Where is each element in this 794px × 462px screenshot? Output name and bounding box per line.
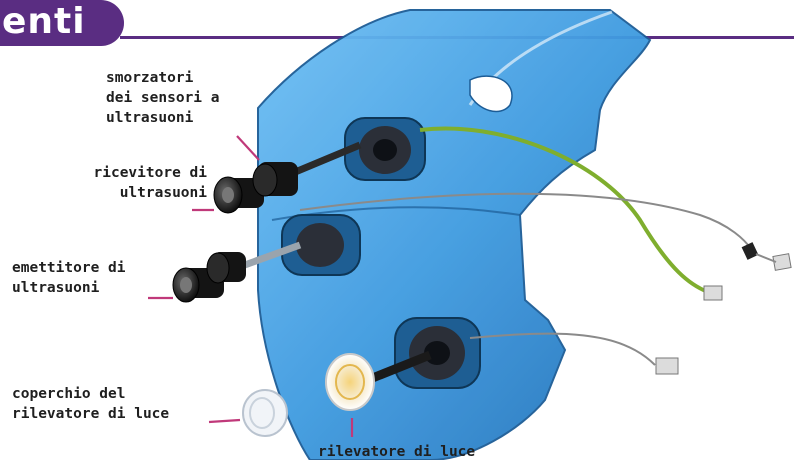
label-light-detector: rilevatore di luce (318, 442, 508, 462)
light-detector (326, 354, 374, 410)
emitter-damper (207, 252, 246, 283)
label-ultrasonic-dampers: smorzatori dei sensori a ultrasuoni (106, 68, 256, 128)
label-ultrasonic-emitter: emettitore di ultrasuoni (12, 258, 157, 298)
light-detector-cover (243, 390, 287, 436)
label-light-detector-cover: coperchio del rilevatore di luce (12, 384, 182, 424)
ultrasonic-damper (253, 162, 298, 196)
connector-lower (656, 358, 678, 374)
lower-sensor-housing (395, 318, 480, 388)
label-ultrasonic-receiver: ricevitore di ultrasuoni (72, 163, 207, 203)
connector-green (704, 286, 722, 300)
connector-upper (742, 242, 791, 270)
